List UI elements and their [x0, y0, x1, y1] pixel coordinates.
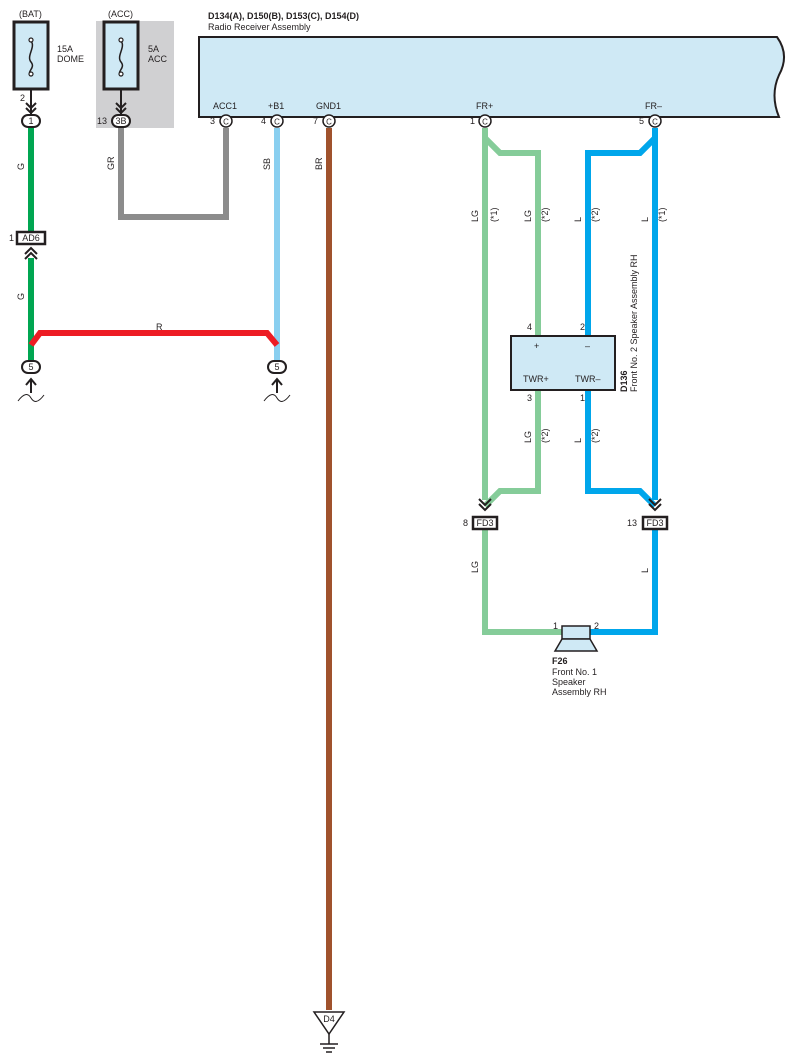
tweeter-twr-minus-label: TWR–	[575, 374, 601, 384]
radio-connectors: D134(A), D150(B), D153(C), D154(D)	[208, 11, 359, 21]
pin-fr-minus-num: 5	[639, 116, 644, 126]
wire-r	[28, 330, 280, 347]
wire-note-l-3: (*2)	[590, 428, 600, 443]
tweeter-minus-label: –	[585, 341, 590, 351]
junction-5-right-label: 5	[274, 362, 279, 372]
pin-fr-plus	[478, 114, 492, 128]
wire-label-l-2: L	[573, 217, 583, 222]
bat-terminal-label: 1	[28, 116, 33, 126]
wire-label-g-upper: G	[16, 163, 26, 170]
ad6-pin: 1	[9, 233, 14, 243]
pin-b1	[270, 114, 284, 128]
tweeter-pin-minus: 2	[580, 322, 585, 332]
wire-lg-2-lower	[482, 390, 541, 509]
wire-lg-to-speaker	[482, 530, 562, 635]
tweeter-pin-twr-plus: 3	[527, 393, 532, 403]
radio-name: Radio Receiver Assembly	[208, 22, 311, 32]
pin-b1-label: +B1	[268, 101, 284, 111]
pin-fr-minus	[648, 114, 662, 128]
junction-5-left	[17, 360, 45, 402]
bat-source-label: (BAT)	[19, 9, 42, 19]
bat-fuse-pin: 2	[20, 93, 25, 103]
acc-source-label: (ACC)	[108, 9, 133, 19]
fd3-right-pin: 13	[627, 518, 637, 528]
speaker-code: F26	[552, 656, 568, 666]
pin-b1-num: 4	[261, 116, 266, 126]
fd3-left-pin: 8	[463, 518, 468, 528]
connector-fd3-left	[471, 498, 499, 531]
speaker-name-line2: Speaker	[552, 677, 586, 687]
ad6-label: AD6	[22, 233, 40, 243]
wire-l-2-lower	[585, 390, 658, 509]
pin-gnd1-num: 7	[313, 116, 318, 126]
tweeter-code: D136	[619, 370, 629, 392]
wire-note-l-1: (*1)	[657, 207, 667, 222]
wire-label-br: BR	[314, 157, 324, 170]
tweeter-pin-plus: 4	[527, 322, 532, 332]
acc-terminal-label: 3B	[115, 116, 126, 126]
speaker-pin1: 1	[553, 621, 558, 631]
pin-fr-minus-conn: C	[652, 118, 658, 127]
fd3-right-label: FD3	[646, 518, 663, 528]
bat-fuse	[12, 20, 50, 115]
tweeter-box	[510, 335, 616, 391]
wire-label-l-3: L	[573, 438, 583, 443]
acc-fuse-pin: 13	[97, 116, 107, 126]
connector-fd3-right	[641, 498, 669, 531]
speaker-name-line3: Assembly RH	[552, 687, 607, 697]
tweeter-pin-twr-minus: 1	[580, 393, 585, 403]
wire-note-l-2: (*2)	[590, 207, 600, 222]
pin-fr-plus-num: 1	[470, 116, 475, 126]
speaker-pin2: 2	[594, 621, 599, 631]
wire-label-l-4: L	[640, 568, 650, 573]
wire-label-sb: SB	[262, 158, 272, 170]
pin-acc1-num: 3	[210, 116, 215, 126]
wire-label-lg-2: LG	[523, 210, 533, 222]
wire-l-to-speaker	[590, 530, 658, 635]
pin-fr-minus-label: FR–	[645, 101, 662, 111]
acc-fuse-name: ACC	[148, 54, 168, 64]
pin-b1-conn: C	[274, 118, 280, 127]
pin-fr-plus-label: FR+	[476, 101, 493, 111]
tweeter-twr-plus-label: TWR+	[523, 374, 549, 384]
connector-ad6	[15, 230, 47, 260]
pin-gnd1-conn: C	[326, 118, 332, 127]
wire-note-lg-2: (*2)	[540, 207, 550, 222]
wire-label-lg-1: LG	[470, 210, 480, 222]
acc-fuse	[102, 20, 140, 115]
acc-terminal	[111, 114, 131, 128]
wire-label-r: R	[156, 322, 163, 332]
fd3-left-label: FD3	[476, 518, 493, 528]
bat-fuse-name: DOME	[57, 54, 84, 64]
bat-terminal	[21, 114, 41, 128]
pin-gnd1-label: GND1	[316, 101, 341, 111]
tweeter-name: Front No. 2 Speaker Assembly RH	[629, 254, 639, 392]
wire-label-g-lower: G	[16, 293, 26, 300]
ground-label: D4	[323, 1014, 335, 1024]
junction-5-left-label: 5	[28, 362, 33, 372]
pin-acc1-label: ACC1	[213, 101, 237, 111]
wire-gr	[118, 128, 229, 220]
wire-label-lg-4: LG	[470, 561, 480, 573]
acc-fuse-rating: 5A	[148, 44, 159, 54]
wire-note-lg-3: (*2)	[540, 428, 550, 443]
tweeter-plus-label: +	[534, 341, 539, 351]
bat-fuse-rating: 15A	[57, 44, 73, 54]
ground-symbol	[312, 1011, 346, 1053]
wire-note-lg-1: (*1)	[489, 207, 499, 222]
pin-fr-plus-conn: C	[482, 118, 488, 127]
junction-5-right	[263, 360, 291, 402]
speaker-name-line1: Front No. 1	[552, 667, 597, 677]
wire-label-l-1: L	[640, 217, 650, 222]
pin-acc1	[219, 114, 233, 128]
wire-label-gr: GR	[106, 156, 116, 170]
wire-lg-2-upper	[482, 135, 541, 336]
pin-gnd1	[322, 114, 336, 128]
wire-label-lg-3: LG	[523, 431, 533, 443]
speaker-icon	[553, 625, 599, 652]
pin-acc1-conn: C	[223, 118, 229, 127]
radio-receiver-box	[198, 36, 785, 118]
wire-l-2-upper	[585, 135, 658, 336]
